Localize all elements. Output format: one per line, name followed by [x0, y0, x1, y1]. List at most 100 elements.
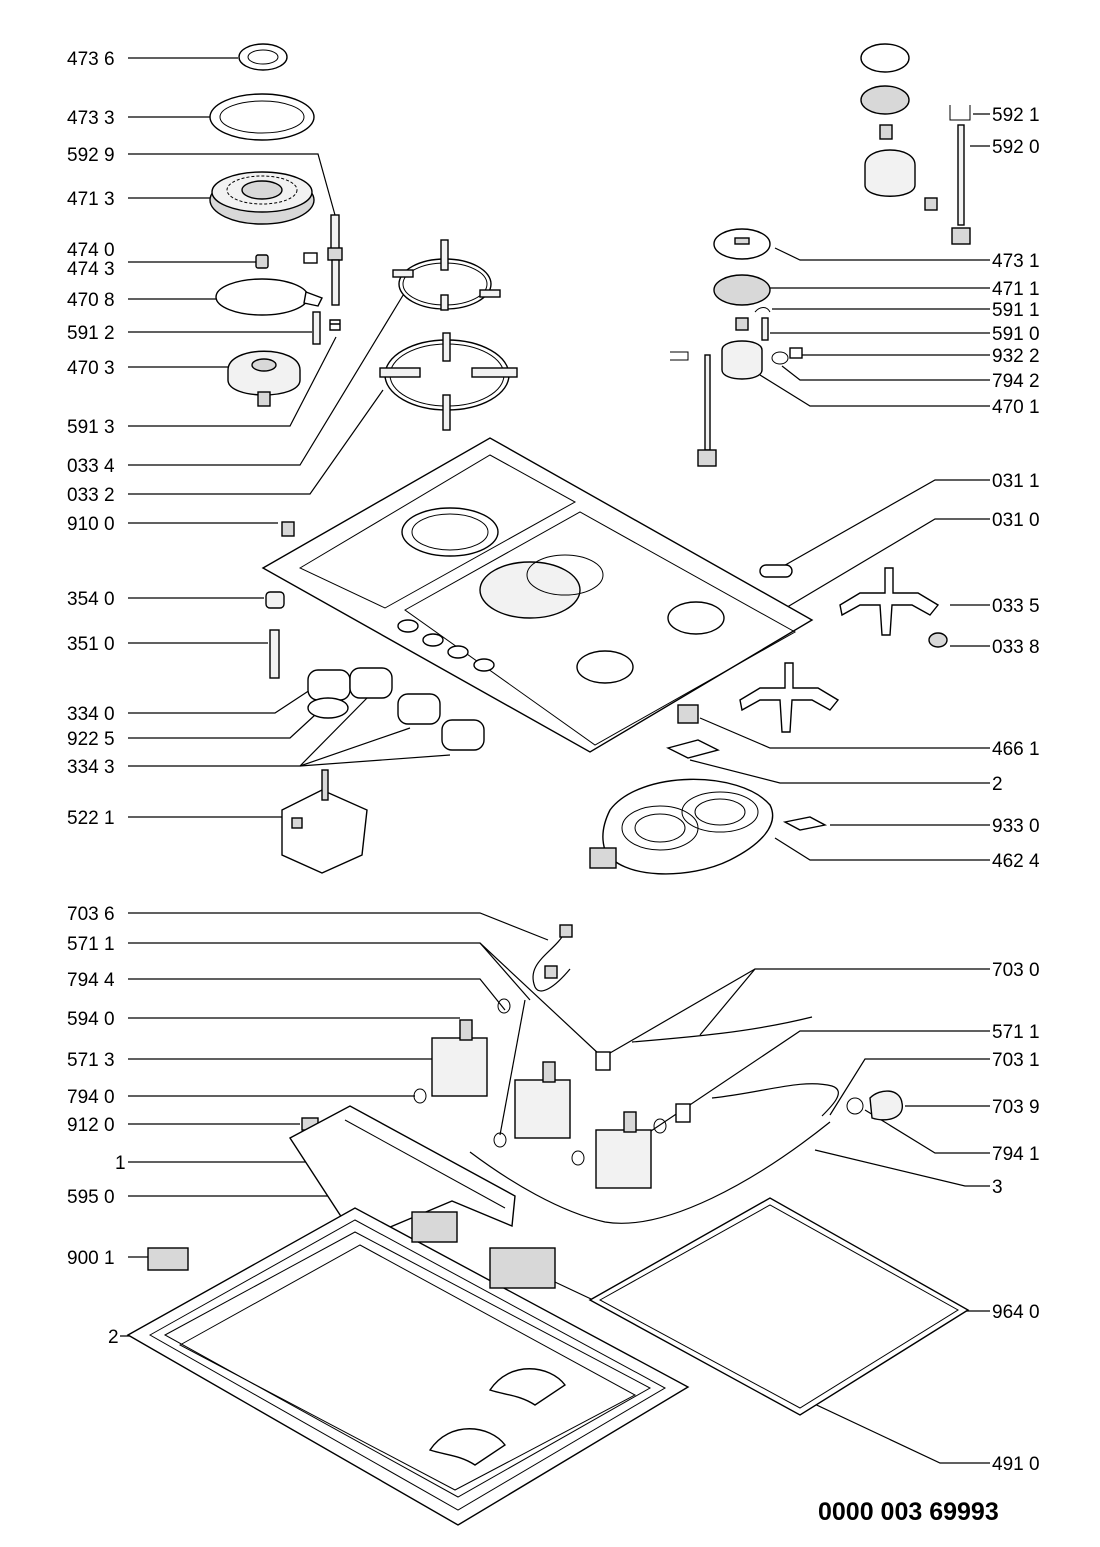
clip — [303, 252, 318, 264]
label-964-0: 964 0 — [992, 1302, 1040, 1323]
label-1: 1 — [115, 1153, 126, 1174]
control-knobs — [265, 521, 485, 751]
pipe-3 — [469, 1121, 831, 1224]
pan-support-center — [739, 662, 840, 733]
screw-910-0 — [281, 521, 295, 537]
label-703-1: 703 1 — [992, 1050, 1040, 1071]
body-470-1 — [721, 340, 763, 380]
gas-tap-571-1-a — [514, 1079, 571, 1139]
pan-supports — [379, 239, 948, 733]
pan-support-033-5 — [839, 567, 940, 636]
label-462-4: 462 4 — [992, 851, 1040, 872]
label-571-1-right: 571 1 — [992, 1022, 1040, 1043]
label-591-3: 591 3 — [67, 417, 115, 438]
document-number: 0000 003 69993 — [818, 1498, 999, 1526]
label-592-0: 592 0 — [992, 137, 1040, 158]
knob-334-3-a — [349, 667, 393, 699]
label-794-1: 794 1 — [992, 1144, 1040, 1165]
right-callouts: 592 1 592 0 473 1 471 1 591 1 591 0 932 … — [539, 105, 1040, 1475]
label-922-5: 922 5 — [67, 729, 115, 750]
knob-354-0 — [265, 591, 285, 609]
label-794-0: 794 0 — [67, 1087, 115, 1108]
limiter-466-1 — [677, 704, 699, 724]
label-912-0: 912 0 — [67, 1115, 115, 1136]
burner-cap-473-6 — [238, 43, 288, 71]
label-591-0: 591 0 — [992, 324, 1040, 345]
cap-top-right — [860, 43, 910, 73]
label-910-0: 910 0 — [67, 514, 115, 535]
label-703-0: 703 0 — [992, 960, 1040, 981]
left-callouts: 473 6 473 3 592 9 471 3 474 0 474 3 470 … — [67, 49, 601, 1348]
label-334-0: 334 0 — [67, 704, 115, 725]
label-571-1-left: 571 1 — [67, 934, 115, 955]
ring-922-5 — [307, 697, 349, 719]
clip-933-0 — [782, 816, 828, 831]
seal-794-1 — [846, 1097, 864, 1115]
label-933-0: 933 0 — [992, 816, 1040, 837]
label-474-0: 474 0 — [67, 240, 115, 261]
label-794-4: 794 4 — [67, 970, 115, 991]
label-033-5: 033 5 — [992, 596, 1040, 617]
label-351-0: 351 0 — [67, 634, 115, 655]
label-591-2: 591 2 — [67, 323, 115, 344]
burner-ring-473-3 — [209, 93, 315, 141]
label-033-8: 033 8 — [992, 637, 1040, 658]
label-470-8: 470 8 — [67, 290, 115, 311]
knob-334-3-c — [441, 719, 485, 751]
foot-033-8 — [928, 632, 948, 648]
label-794-2: 794 2 — [992, 371, 1040, 392]
label-470-3: 470 3 — [67, 358, 115, 379]
label-471-1: 471 1 — [992, 279, 1040, 300]
part-900-1 — [147, 1247, 189, 1271]
gas-tap-571-3 — [431, 1037, 488, 1097]
badge-031-1 — [759, 564, 793, 578]
label-2-right: 2 — [992, 774, 1003, 795]
ignition-plug-591-2 — [312, 311, 321, 345]
injector-474-0 — [255, 254, 269, 269]
label-2-left: 2 — [108, 1327, 119, 1348]
label-473-1: 473 1 — [992, 251, 1040, 272]
small-burner-assembly — [670, 43, 971, 467]
pipe-703-0 — [631, 1016, 813, 1043]
label-031-1: 031 1 — [992, 471, 1040, 492]
clip-591-3 — [329, 319, 341, 331]
label-334-3: 334 3 — [67, 757, 115, 778]
label-471-3: 471 3 — [67, 189, 115, 210]
label-594-0: 594 0 — [67, 1009, 115, 1030]
bracket-1 — [288, 1105, 516, 1242]
label-466-1: 466 1 — [992, 739, 1040, 760]
shaft-351-0 — [269, 629, 280, 679]
label-522-1: 522 1 — [67, 808, 115, 829]
elbow-703-9 — [869, 1090, 903, 1121]
label-474-3: 474 3 — [67, 259, 115, 280]
label-354-0: 354 0 — [67, 589, 115, 610]
pipe-703-1 — [711, 1083, 839, 1117]
part-595-0 — [411, 1211, 458, 1243]
gas-taps-and-pipes — [301, 924, 903, 1224]
label-473-6: 473 6 — [67, 49, 115, 70]
burner-body-470-3 — [227, 350, 301, 396]
label-592-9: 592 9 — [67, 145, 115, 166]
label-595-0: 595 0 — [67, 1187, 115, 1208]
label-932-2: 932 2 — [992, 346, 1040, 367]
label-703-9: 703 9 — [992, 1097, 1040, 1118]
gas-tap-571-1-b — [595, 1129, 652, 1189]
label-033-2: 033 2 — [67, 485, 115, 506]
crown-471-1 — [713, 274, 771, 306]
hob-top-plate — [261, 437, 814, 753]
label-491-0: 491 0 — [992, 1454, 1040, 1475]
label-031-0: 031 0 — [992, 510, 1040, 531]
label-033-4: 033 4 — [67, 456, 115, 477]
energy-regulator-522-1 — [281, 769, 368, 874]
label-703-6: 703 6 — [67, 904, 115, 925]
label-591-1: 591 1 — [992, 300, 1040, 321]
knob-334-3-b — [397, 693, 441, 725]
radiant-element-462-4 — [589, 704, 828, 875]
gasket-470-8 — [215, 278, 309, 316]
label-900-1: 900 1 — [67, 1248, 115, 1269]
label-592-1: 592 1 — [992, 105, 1040, 126]
label-470-1: 470 1 — [992, 397, 1040, 418]
thermocouple-592-0 — [957, 124, 965, 226]
label-473-3: 473 3 — [67, 108, 115, 129]
